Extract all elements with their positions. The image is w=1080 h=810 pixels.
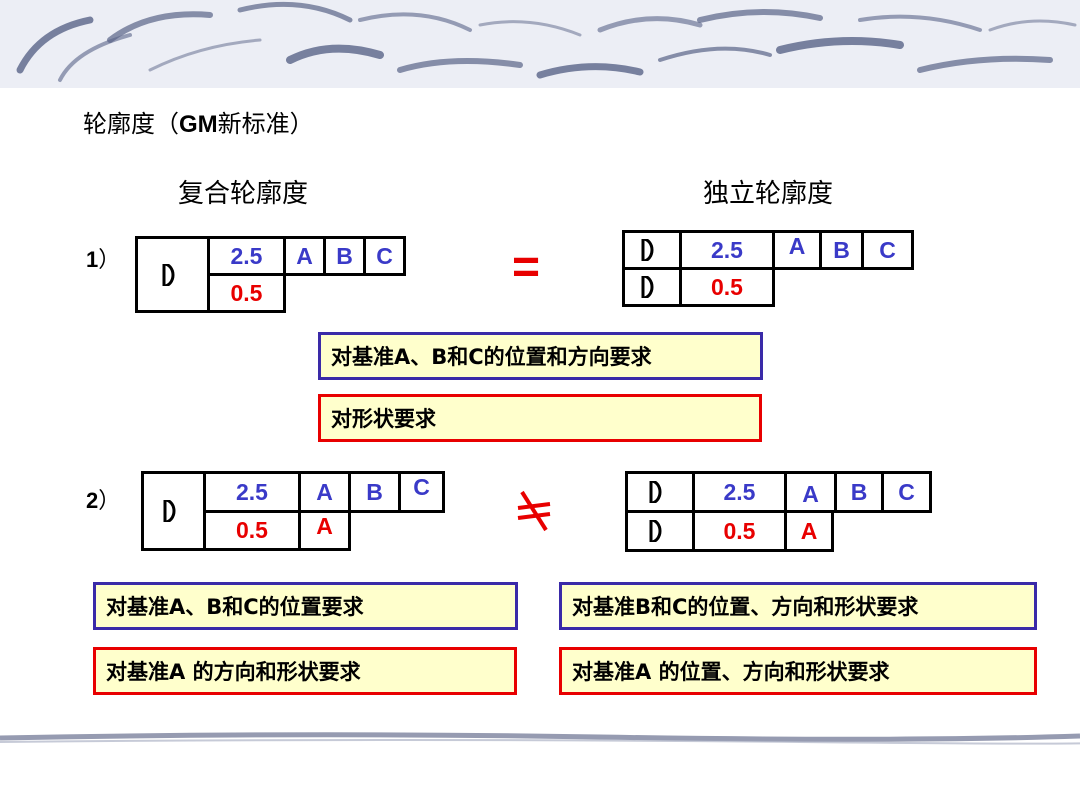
note-row2-left-position: 对基准A、B和C的位置要求 xyxy=(93,582,518,630)
profile-of-surface-icon xyxy=(141,471,206,551)
note-row1-position-orientation: 对基准A、B和C的位置和方向要求 xyxy=(318,332,763,380)
datum-c: C xyxy=(861,230,914,270)
note-row2-right-datum-a: 对基准A 的位置、方向和形状要求 xyxy=(559,647,1037,695)
equals-sign: = xyxy=(512,241,541,294)
not-equal-sign xyxy=(517,490,551,532)
datum-b: B xyxy=(834,471,884,513)
note-row1-form: 对形状要求 xyxy=(318,394,762,442)
datum-c: C xyxy=(398,471,445,513)
bottom-decorative-rule xyxy=(0,732,1080,745)
datum-b: B xyxy=(348,471,401,513)
datum-a: A xyxy=(298,471,351,513)
page-title: 轮廓度（GM新标准） xyxy=(83,110,314,138)
datum-b: B xyxy=(819,230,864,270)
datum-bottom: A xyxy=(298,510,351,551)
tolerance-top: 2.5 xyxy=(679,230,775,270)
profile-of-surface-icon xyxy=(622,267,682,307)
profile-of-surface-icon xyxy=(135,236,210,313)
tolerance-top: 2.5 xyxy=(207,236,286,276)
profile-of-surface-icon xyxy=(622,230,682,270)
heading-composite-profile: 复合轮廓度 xyxy=(178,179,309,209)
note-row2-right-position-orientation-form: 对基准B和C的位置、方向和形状要求 xyxy=(559,582,1037,630)
datum-bottom: A xyxy=(784,510,834,552)
tolerance-bottom: 0.5 xyxy=(207,273,286,313)
tolerance-bottom: 0.5 xyxy=(692,510,787,552)
tolerance-top: 2.5 xyxy=(692,471,787,513)
tolerance-bottom: 0.5 xyxy=(679,267,775,307)
tolerance-top: 2.5 xyxy=(203,471,301,513)
heading-independent-profile: 独立轮廓度 xyxy=(703,179,834,209)
datum-c: C xyxy=(363,236,406,276)
note-row2-left-orientation-form: 对基准A 的方向和形状要求 xyxy=(93,647,517,695)
datum-a: A xyxy=(283,236,326,276)
datum-c: C xyxy=(881,471,932,513)
datum-a: A xyxy=(784,471,837,513)
tolerance-bottom: 0.5 xyxy=(203,510,301,551)
top-decorative-band xyxy=(0,0,1080,88)
datum-a: A xyxy=(772,230,822,270)
datum-b: B xyxy=(323,236,366,276)
profile-of-surface-icon xyxy=(625,510,695,552)
row1-label: 1） xyxy=(86,247,121,273)
row2-label: 2） xyxy=(86,488,121,514)
profile-of-surface-icon xyxy=(625,471,695,513)
